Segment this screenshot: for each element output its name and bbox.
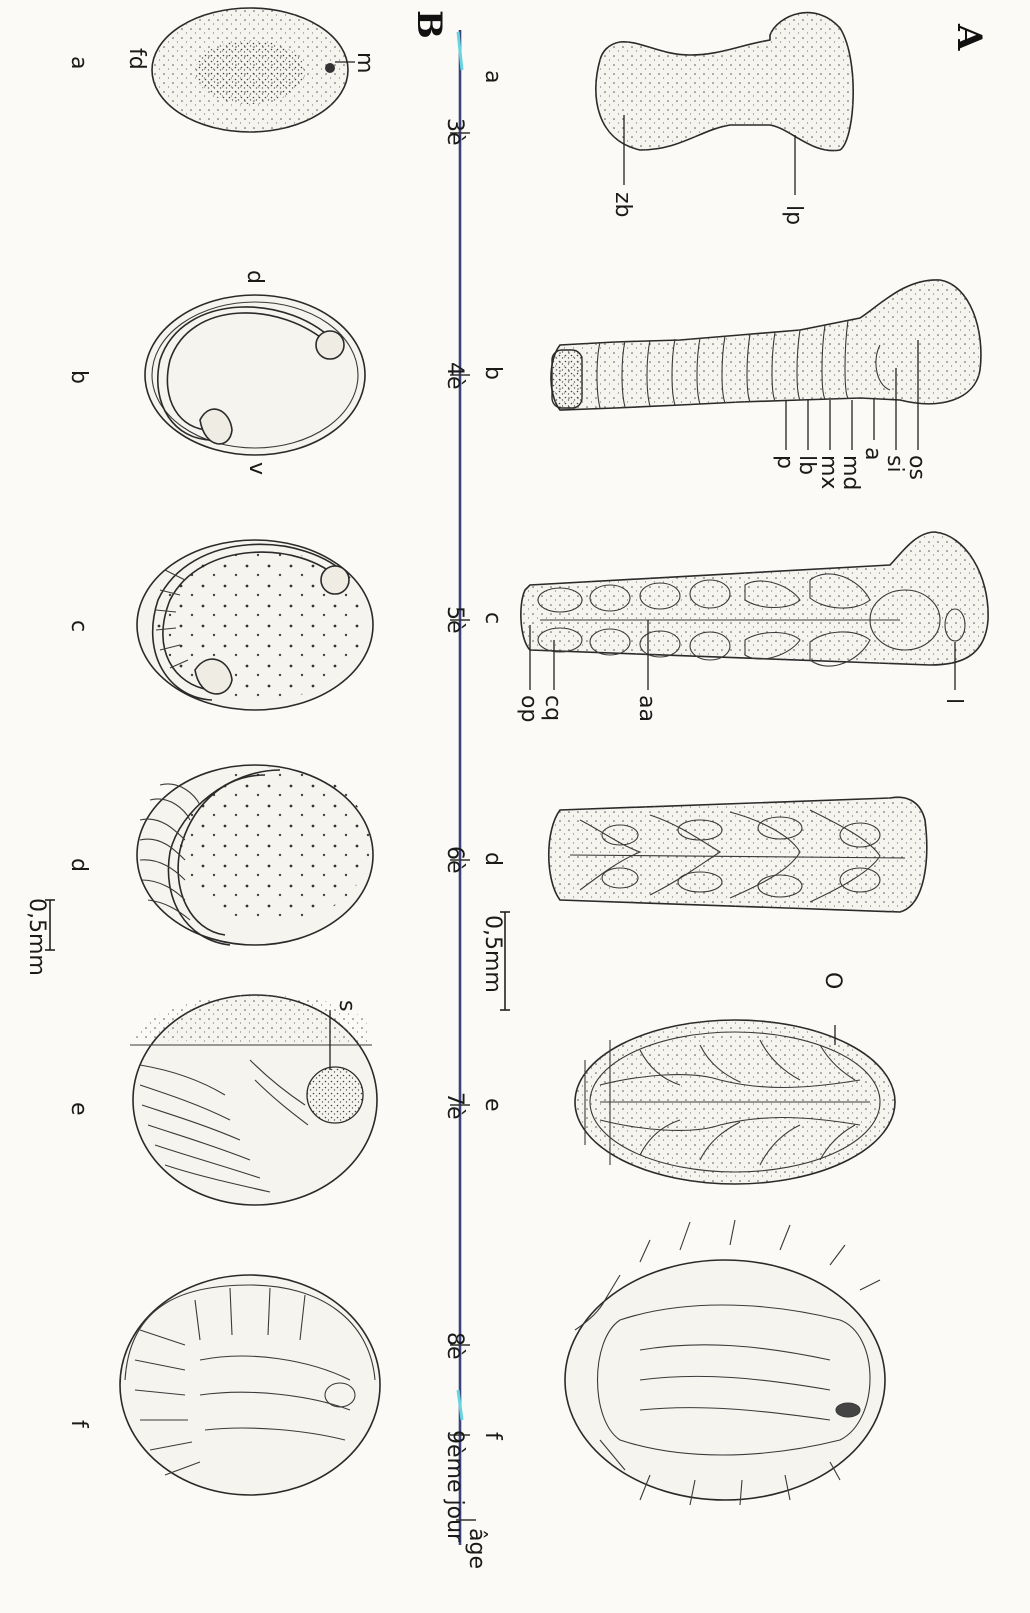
stage-letters-A: a b c d e f: [480, 70, 505, 1441]
svg-text:5è: 5è: [442, 606, 467, 634]
label-p: p: [772, 400, 797, 469]
label-a: a: [860, 398, 885, 460]
stage-letter-B-a: a: [66, 56, 91, 69]
axis-tick-5: 5è: [442, 606, 470, 634]
label-v: v: [244, 462, 269, 475]
stage-letter-A-b: b: [480, 366, 505, 380]
axis-tick-8: 8è: [442, 1332, 470, 1360]
svg-text:l: l: [941, 698, 966, 704]
label-mx: mx: [816, 400, 841, 489]
panel-label-A: A: [949, 23, 989, 51]
stage-letter-B-e: e: [66, 1102, 91, 1116]
stage-letter-A-f: f: [480, 1432, 505, 1441]
svg-text:0,5mm: 0,5mm: [480, 915, 505, 993]
svg-text:âge: âge: [464, 1528, 489, 1569]
svg-text:A: A: [949, 23, 989, 51]
svg-text:m: m: [352, 52, 377, 73]
label-d-B: d: [242, 270, 267, 284]
svg-text:d: d: [242, 270, 267, 284]
age-axis: 3è 4è 5è 6è 7è 8è 9ème jour âge: [442, 30, 489, 1569]
svg-text:a: a: [860, 447, 885, 460]
stage-letter-A-a: a: [480, 70, 505, 83]
embryo-A-a: [596, 13, 853, 151]
svg-text:cq: cq: [540, 695, 565, 721]
label-fd: fd: [124, 48, 149, 70]
panel-label-B: B: [409, 10, 449, 39]
stage-letter-B-d: d: [66, 858, 91, 872]
stage-letter-A-d: d: [480, 852, 505, 866]
svg-text:6è: 6è: [442, 846, 467, 874]
stage-letter-B-c: c: [66, 620, 91, 632]
embryo-A-f: [565, 1220, 885, 1505]
stage-letter-B-b: b: [66, 370, 91, 384]
scale-bar-A: 0,5mm: [480, 912, 510, 1010]
scale-bar-B: 0,5mm: [24, 898, 55, 976]
embryo-A-c: [521, 532, 988, 666]
svg-text:4è: 4è: [442, 362, 467, 390]
embryo-A-b: [551, 280, 981, 410]
svg-text:op: op: [516, 695, 541, 722]
svg-text:zb: zb: [610, 192, 635, 218]
axis-tick-7: 7è: [442, 1092, 470, 1120]
embryo-A-e: [575, 1020, 895, 1184]
svg-text:v: v: [244, 462, 269, 475]
svg-text:0,5mm: 0,5mm: [24, 898, 49, 976]
svg-text:aa: aa: [634, 695, 659, 722]
svg-text:3è: 3è: [442, 118, 467, 146]
embryo-A-d: [549, 797, 927, 912]
egg-B-c: [137, 540, 373, 710]
egg-B-a: [152, 8, 348, 132]
svg-text:O: O: [820, 972, 845, 989]
svg-text:fd: fd: [124, 48, 149, 70]
svg-text:p: p: [772, 455, 797, 469]
svg-text:lp: lp: [781, 205, 806, 225]
label-lp: lp: [781, 135, 806, 225]
axis-tick-3: 3è: [442, 118, 470, 146]
egg-B-f: [120, 1275, 380, 1495]
axis-tick-4: 4è: [442, 362, 470, 390]
stage-letters-B: a b c d e f: [66, 56, 91, 1429]
svg-text:8è: 8è: [442, 1332, 467, 1360]
stage-letter-B-f: f: [66, 1420, 91, 1429]
egg-B-d: [137, 765, 373, 945]
svg-text:B: B: [409, 10, 449, 39]
axis-tick-6: 6è: [442, 846, 470, 874]
egg-B-b: [145, 295, 365, 455]
stage-letter-A-e: e: [480, 1098, 505, 1112]
svg-text:s: s: [334, 1000, 359, 1011]
egg-B-e: [130, 995, 377, 1205]
axis-tick-9: 9ème jour: [442, 1430, 470, 1543]
svg-text:9ème jour: 9ème jour: [442, 1430, 467, 1543]
stage-letter-A-c: c: [480, 612, 505, 624]
svg-text:7è: 7è: [442, 1092, 467, 1120]
